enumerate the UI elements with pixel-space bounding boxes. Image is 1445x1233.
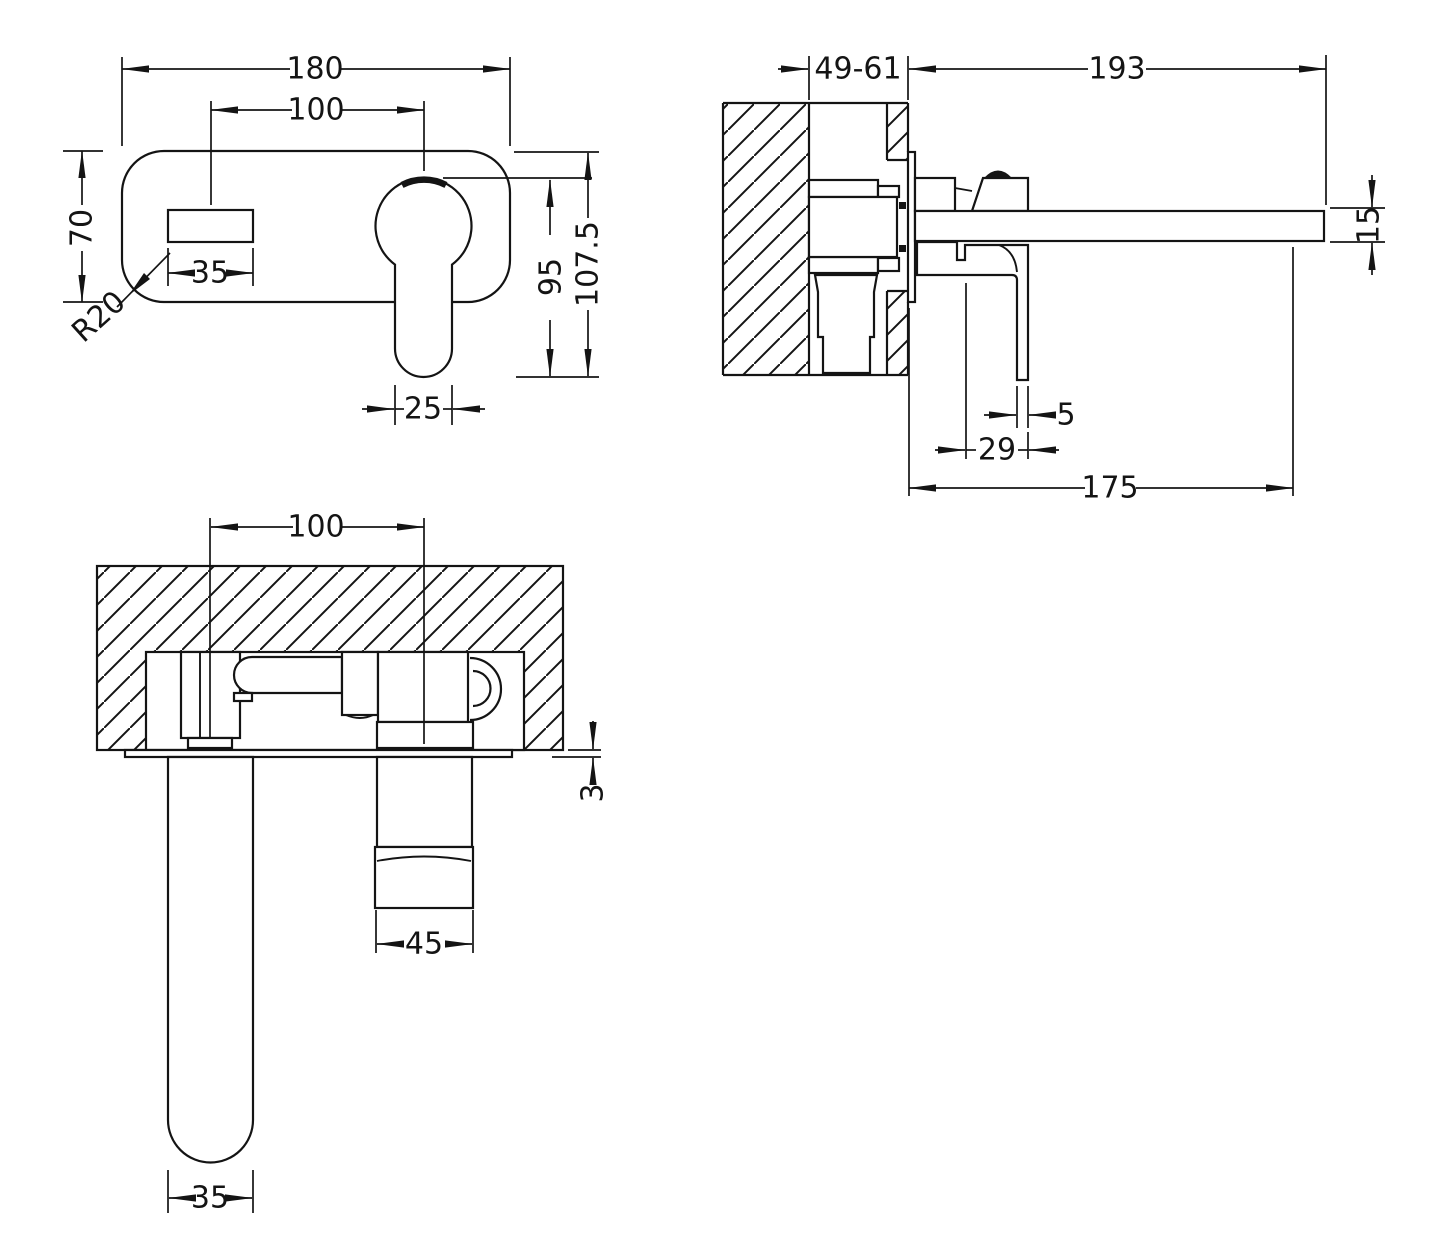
valve-mid-block [340,650,380,717]
valve-ball-under [345,714,374,719]
wall-hatch-bottom-lip [887,291,908,375]
dim-side-lever-offset: 29 [978,433,1016,468]
dim-plan-handle-width: 45 [405,927,443,962]
spout-side [913,209,1326,243]
valve-bottom-flange [807,255,880,275]
seal-lower [899,245,906,252]
side-geometry [721,101,1326,382]
cartridge-outer-arc [469,656,503,722]
plan-geometry [95,564,565,1164]
handle-front [374,176,473,379]
dim-plan-centres: 100 [287,510,344,545]
valve-top-flange [807,178,880,199]
wall-hatch-left [723,103,809,375]
supply-connection [813,273,879,375]
valve-bottom-step [876,256,901,273]
dim-front-handle-drop: 95 [534,258,569,296]
wall-hatch-top-lip [887,103,908,160]
spout-plan [166,755,255,1164]
dim-side-spout-thickness: 15 [1352,206,1387,244]
valve-spindle [232,655,344,695]
side-view: 49-61 193 15 5 29 [721,52,1387,506]
dim-front-corner-radius: R20 [65,284,132,350]
seal-upper [899,202,906,209]
front-view: 180 100 70 35 R20 [63,52,606,427]
dim-front-spout-plate-width: 35 [191,256,229,291]
dim-front-overall-height: 107.5 [571,221,606,307]
dim-front-centres: 100 [287,93,344,128]
valve-right-block [376,650,470,724]
cartridge-inner-arc [472,669,492,708]
dim-front-handle-stem-width: 25 [404,392,442,427]
r20-leader-arrow [129,273,150,295]
valve-spindle-step [232,691,254,703]
dim-front-overall-width: 180 [286,52,343,87]
handle-base-plan [375,720,475,750]
plan-dimensions: 100 3 45 35 [167,510,611,1216]
plan-view: 100 3 45 35 [95,510,611,1216]
valve-top-step [876,184,901,199]
cartridge-housing [913,176,957,213]
handle-stem-plan [375,755,474,849]
wall-outline [721,101,910,377]
dim-side-overall-projection: 193 [1088,52,1145,87]
handle-lever [915,240,1030,382]
dim-side-lever-thickness: 5 [1056,398,1075,433]
spout-outlet [166,208,255,244]
handle-grip-curve [376,855,472,862]
faceplate-plan [123,748,514,759]
handle-cap [970,176,1030,213]
cartridge-joint [954,187,973,192]
handle-screw-dome [984,170,1012,178]
side-dimensions: 49-61 193 15 5 29 [778,52,1387,506]
dim-front-plate-height: 70 [65,209,100,247]
dim-side-wall-depth: 49-61 [814,52,901,87]
front-geometry [120,149,592,379]
dim-plan-faceplate-thickness: 3 [576,783,611,802]
handle-index-mark [400,176,448,188]
valve-body [807,195,899,259]
valve-left-step [186,736,234,750]
handle-lever-curve [998,244,1018,273]
dim-plan-spout-width: 35 [191,1181,229,1216]
dim-side-spout-projection: 175 [1081,471,1138,506]
